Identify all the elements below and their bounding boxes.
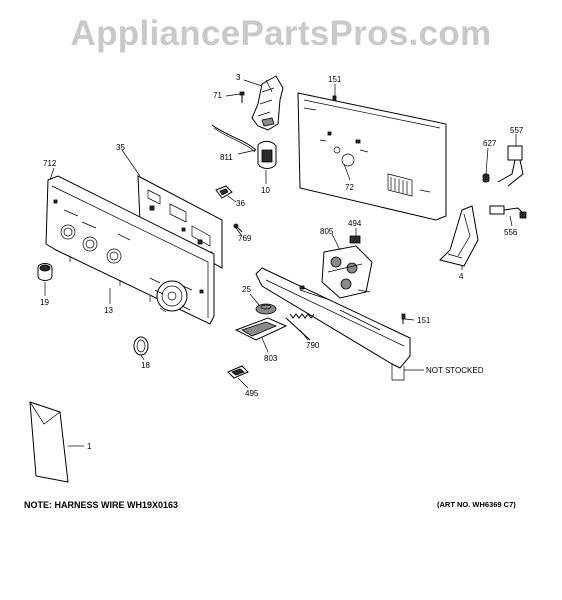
callout-495: 495 <box>245 389 259 398</box>
part-494-connector <box>349 235 361 244</box>
callout-3: 3 <box>236 73 241 82</box>
part-not-stocked-rail <box>255 267 411 381</box>
part-495-connector <box>227 365 249 379</box>
part-25-knob <box>255 303 277 315</box>
part-557-harness <box>497 145 524 187</box>
harness-note: NOTE: HARNESS WIRE WH19X0163 <box>24 500 179 510</box>
callout-25: 25 <box>242 285 251 294</box>
part-151-clip-lower <box>401 313 406 324</box>
callout-627: 627 <box>483 139 497 148</box>
part-18-ring <box>133 336 149 356</box>
part-3-bracket <box>251 75 284 131</box>
part-1-manual <box>29 401 69 483</box>
callout-494: 494 <box>348 219 362 228</box>
part-19-knob <box>37 263 53 281</box>
art-number: (ART NO. WH6369 C7) <box>437 500 516 509</box>
callout-805: 805 <box>320 227 334 236</box>
leader-lines <box>44 79 517 447</box>
part-811-wire <box>211 124 257 151</box>
part-803-bracket <box>234 317 288 341</box>
callout-769: 769 <box>238 234 252 243</box>
callout-803: 803 <box>264 354 278 363</box>
callout-13: 13 <box>104 306 113 315</box>
part-13-console <box>45 175 215 325</box>
callout-72: 72 <box>345 183 354 192</box>
callout-4: 4 <box>459 272 464 281</box>
callout-556: 556 <box>504 228 518 237</box>
part-10-switch <box>257 140 277 169</box>
part-71-screw <box>239 91 245 103</box>
callout-151-top: 151 <box>328 75 342 84</box>
watermark: AppliancePartsPros.com <box>70 14 492 53</box>
callout-151-lower: 151 <box>417 316 431 325</box>
callout-19: 19 <box>40 298 49 307</box>
callout-10: 10 <box>261 186 270 195</box>
callout-557: 557 <box>510 126 524 135</box>
part-790-spring <box>285 313 315 341</box>
part-769-screw <box>233 223 243 233</box>
part-805-valve <box>321 245 373 299</box>
part-36-clip <box>215 185 233 199</box>
callout-1: 1 <box>87 442 92 451</box>
part-4-bracket <box>439 205 479 267</box>
callout-811: 811 <box>220 153 233 162</box>
callout-labels: 3 71 151 557 627 811 10 72 35 712 36 494… <box>40 73 524 451</box>
part-627-clip <box>482 173 490 183</box>
part-151-clip-top <box>332 95 337 101</box>
callout-36: 36 <box>236 199 245 208</box>
part-556-wire-assembly <box>489 205 527 219</box>
callout-not-stocked: NOT STOCKED <box>426 366 484 375</box>
callout-18: 18 <box>141 361 150 370</box>
part-811-wire-inner <box>213 127 256 153</box>
callout-712: 712 <box>43 159 57 168</box>
part-35-control-board <box>137 175 223 269</box>
callout-790: 790 <box>306 341 320 350</box>
callout-35: 35 <box>116 143 125 152</box>
callout-71: 71 <box>213 91 222 100</box>
part-72-back-panel <box>297 92 447 221</box>
